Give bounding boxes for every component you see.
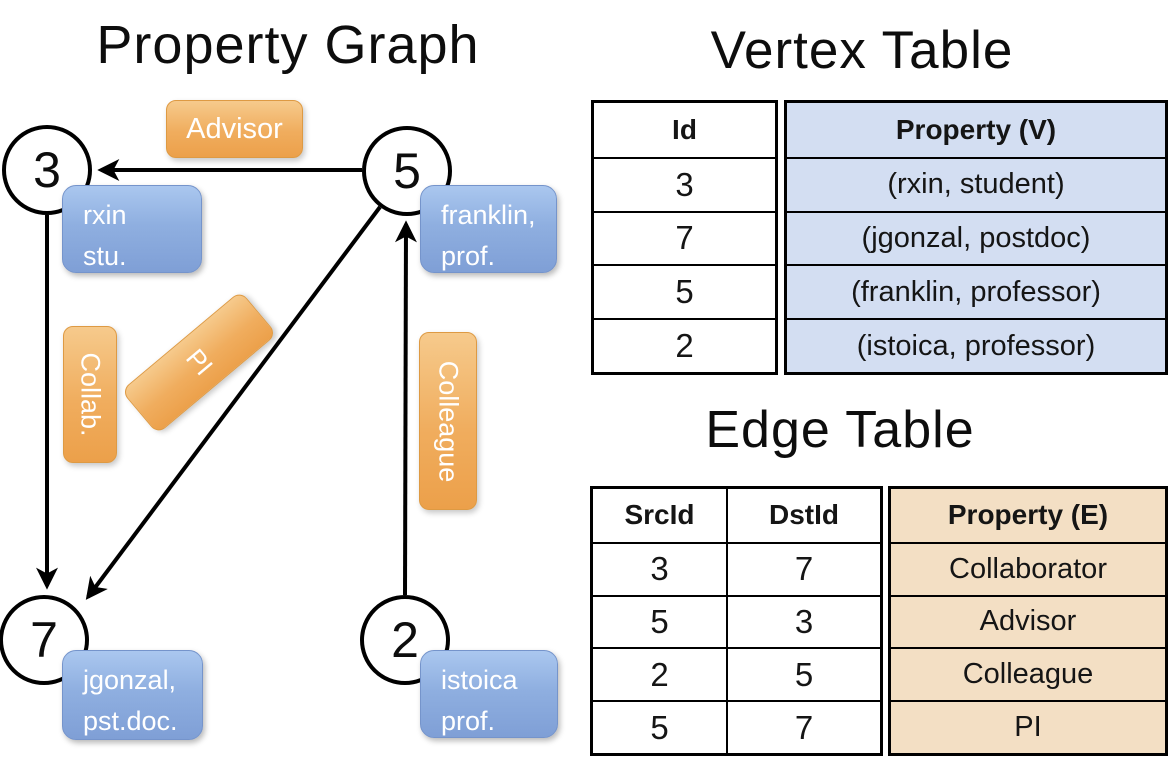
vertex-property-box-jgonzal: jgonzal, pst.doc. [62,650,203,740]
edge-table-cell: PI [891,700,1165,753]
edge-table-cell: 5 [593,594,726,648]
edge-label-text: Advisor [186,112,283,145]
edge-table-cell: Advisor [891,594,1165,648]
edge-table-cell: 3 [726,594,880,648]
node-id-label: 2 [391,612,419,668]
edge-table-cell: 3 [593,541,726,595]
vertex-table-cell: 2 [594,318,775,372]
edge-pi-arrow [85,205,382,600]
vertex-property-line: franklin, [441,200,536,230]
vertex-property-line: prof. [441,240,496,271]
edge-table-cell: 5 [726,647,880,701]
vertex-table-id-header: Id [672,113,697,145]
edge-label-advisor: Advisor [166,100,303,158]
edge-table-srcid-header: SrcId [624,499,695,531]
vertex-property-line: istoica [441,665,518,695]
edge-label-text: Collab. [75,352,106,437]
node-id-label: 3 [33,142,61,198]
graph-node-3: 3 [2,125,92,215]
edge-table-cell: 5 [593,700,726,753]
edge-table-property-column: Property (E) Collaborator Advisor Collea… [888,486,1168,756]
edge-label-collab: Collab. [63,326,117,463]
vertex-property-line: prof. [441,705,496,736]
property-graph-title: Property Graph [96,15,480,75]
edge-table-property-header: Property (E) [947,499,1109,531]
edge-table-cell: 7 [726,541,880,595]
edge-label-colleague: Colleague [419,332,477,510]
vertex-table-cell: (franklin, professor) [787,264,1165,318]
edge-colleague-arrow [394,220,417,596]
edge-label-text: PI [179,343,219,382]
edge-table-title: Edge Table [705,401,975,459]
vertex-property-line: pst.doc. [83,705,178,736]
vertex-table-cell: (rxin, student) [787,156,1165,211]
edge-label-text: Colleague [433,360,464,482]
vertex-table-cell: 3 [594,156,775,211]
vertex-property-box-istoica: istoica prof. [420,650,558,738]
edge-table-cell: Collaborator [891,541,1165,595]
edge-table-id-columns: SrcId DstId 3 7 5 3 2 5 5 7 [590,486,883,756]
node-id-label: 7 [30,612,58,668]
vertex-property-line: rxin [83,200,127,230]
vertex-table-cell: 5 [594,264,775,318]
edge-table-cell: Colleague [891,647,1165,700]
edge-table-dstid-header: DstId [726,489,880,542]
vertex-table-property-header: Property (V) [895,113,1057,145]
edge-table-cell: 2 [593,647,726,700]
vertex-table-cell: (jgonzal, postdoc) [787,210,1165,265]
vertex-property-box-rxin: rxin stu. [62,185,202,273]
vertex-table-cell: (istoica, professor) [787,318,1165,372]
vertex-table-id-column: Id 3 7 5 2 [591,100,778,375]
vertex-property-line: stu. [83,240,127,271]
vertex-table-cell: 7 [594,210,775,265]
edge-table-cell: 7 [726,700,880,753]
vertex-property-box-franklin: franklin, prof. [420,185,557,273]
vertex-property-line: jgonzal, [83,665,177,695]
vertex-table-title: Vertex Table [710,21,1014,80]
node-id-label: 5 [393,143,421,199]
vertex-table-property-column: Property (V) (rxin, student) (jgonzal, p… [784,100,1168,375]
